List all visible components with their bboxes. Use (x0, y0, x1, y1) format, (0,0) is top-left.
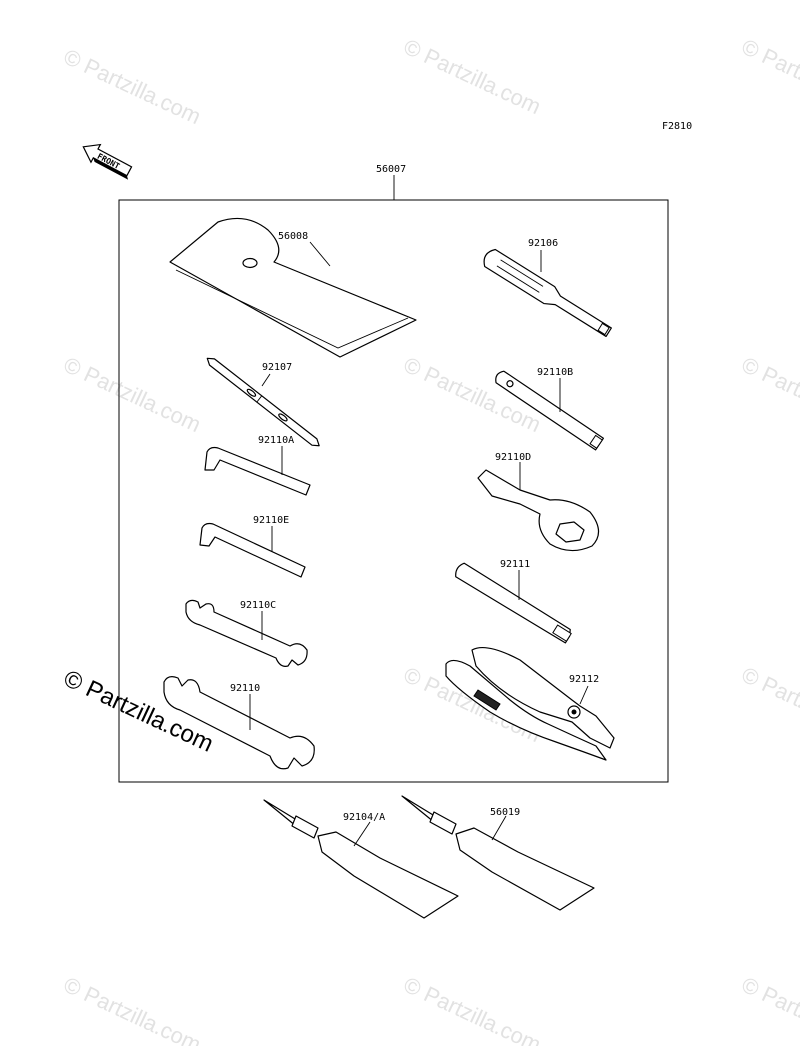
grease-tube-left (263, 799, 459, 919)
watermark-text: © Partzilla.com (738, 662, 800, 747)
callout-56019: 56019 (490, 807, 520, 818)
watermark-text: © Partzilla.com (60, 352, 205, 437)
tool-pouch (169, 217, 417, 358)
callout-92110C: 92110C (240, 600, 276, 611)
callout-56007: 56007 (376, 164, 406, 175)
callout-92111: 92111 (500, 559, 530, 570)
hex-key-e (199, 522, 306, 578)
open-end-wrench-c (185, 599, 308, 667)
screwdriver-bit (206, 357, 320, 447)
callout-56008: 56008 (278, 231, 308, 242)
watermark-text: © Partzilla.com (400, 972, 545, 1046)
watermark-text: © Partzilla.com (60, 972, 205, 1046)
watermark-text: © Partzilla.com (60, 44, 205, 129)
pliers (445, 647, 615, 761)
callout-92110B: 92110B (537, 367, 573, 378)
front-arrow-icon: FRONT (82, 143, 133, 180)
kit-frame (118, 199, 669, 783)
callout-92104-A: 92104/A (343, 812, 385, 823)
hex-key-a (204, 446, 311, 496)
callout-92106: 92106 (528, 238, 558, 249)
box-wrench (495, 370, 604, 451)
callout-92112: 92112 (569, 674, 599, 685)
watermark-text: © Partzilla.com (738, 34, 800, 119)
callout-92110D: 92110D (495, 452, 531, 463)
callout-92107: 92107 (262, 362, 292, 373)
open-end-wrench (163, 676, 315, 770)
watermark-text: © Partzilla.com (400, 34, 545, 119)
watermark-text: © Partzilla.com (738, 352, 800, 437)
extension-bar (455, 562, 572, 644)
callout-92110E: 92110E (253, 515, 289, 526)
screwdriver-handle (483, 248, 612, 338)
grease-tube-right (401, 795, 595, 911)
callout-92110A: 92110A (258, 435, 294, 446)
callout-92110: 92110 (230, 683, 260, 694)
figure-id: F2810 (662, 121, 692, 132)
ring-wrench (477, 469, 600, 552)
watermark-text: © Partzilla.com (738, 972, 800, 1046)
